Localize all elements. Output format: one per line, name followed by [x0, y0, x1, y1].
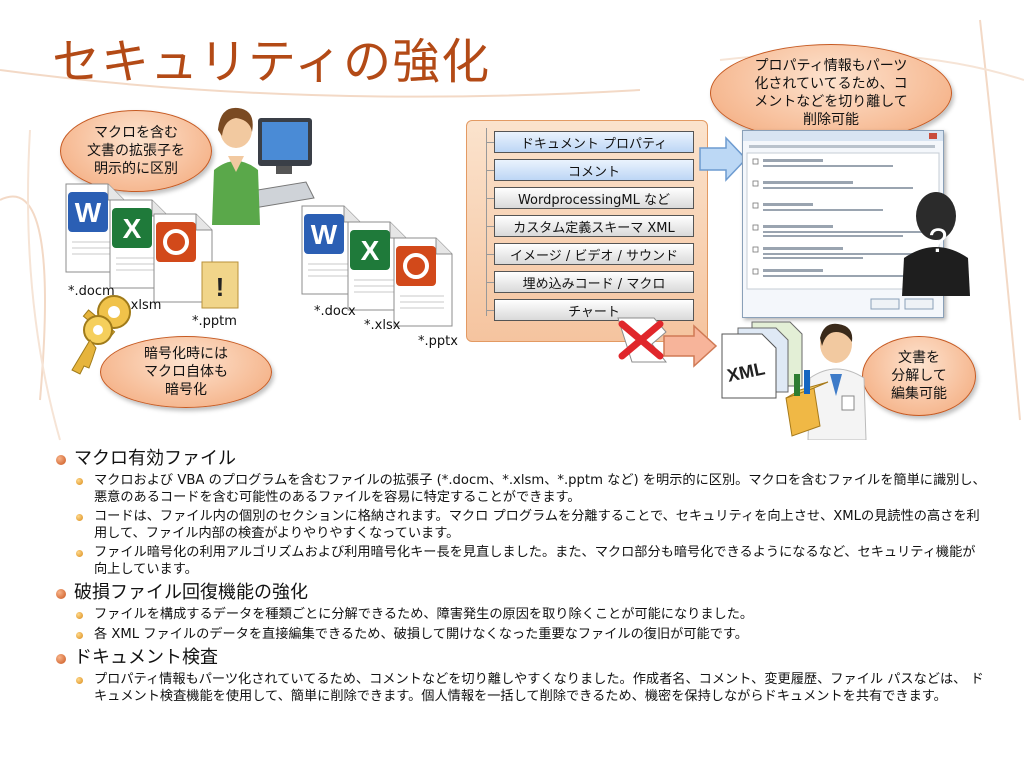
bubble-edit-text: 文書を 分解して 編集可能 [891, 350, 947, 402]
heading-corrupt-file-recovery: 破損ファイル回復機能の強化 [56, 581, 986, 605]
bullet-item: 各 XML ファイルのデータを直接編集できるため、破損して開けなくなった重要なフ… [56, 627, 986, 644]
tree-line [486, 128, 487, 316]
bullet-item: プロパティ情報もパーツ化されていてるため、コメントなどを切り離しやすくなりました… [56, 672, 986, 705]
file-label-xlsx: *.xlsx [364, 318, 401, 333]
tree-tick [486, 226, 494, 227]
person-at-computer-icon [212, 107, 315, 225]
file-label-pptx: *.pptx [418, 334, 458, 349]
svg-text:!: ! [216, 272, 225, 302]
tree-tick [486, 254, 494, 255]
part-embedded-code-macro: 埋め込みコード / マクロ [494, 271, 694, 293]
part-document-properties: ドキュメント プロパティ [494, 131, 694, 153]
tree-tick [486, 310, 494, 311]
tree-tick [486, 198, 494, 199]
bullet-item: ファイルを構成するデータを種類ごとに分解できるため、障害発生の原因を取り除くこと… [56, 607, 986, 624]
word-file-icon: W [301, 205, 361, 295]
part-chart: チャート [494, 299, 694, 321]
svg-text:X: X [123, 213, 142, 244]
powerpoint-file-icon [393, 237, 453, 327]
excel-file-icon: X [347, 221, 407, 311]
part-custom-schema-xml: カスタム定義スキーマ XML [494, 215, 694, 237]
tree-tick [486, 142, 494, 143]
bubble-macro-extension: マクロを含む 文書の拡張子を 明示的に区別 [60, 110, 212, 192]
heading-document-inspection: ドキュメント検査 [56, 646, 986, 670]
arrow-to-inspector-icon [699, 136, 748, 182]
tree-tick [486, 282, 494, 283]
unknown-person-icon: ? [902, 192, 970, 296]
part-comments: コメント [494, 159, 694, 181]
broken-file-icon [617, 317, 668, 363]
part-wordprocessingml: WordprocessingML など [494, 187, 694, 209]
svg-text:X: X [361, 235, 380, 266]
tree-tick [486, 170, 494, 171]
bullet-list: マクロ有効ファイル マクロおよび VBA のプログラムを含むファイルの拡張子 (… [56, 446, 986, 708]
part-media: イメージ / ビデオ / サウンド [494, 243, 694, 265]
xml-files-icon: XML [721, 321, 803, 399]
bubble-edit: 文書を 分解して 編集可能 [862, 336, 976, 416]
bubble-property: プロパティ情報もパーツ 化されていてるため、コ メントなどを切り離して 削除可能 [710, 44, 952, 142]
engineer-icon [785, 323, 867, 440]
file-label-docm: *.docm [68, 284, 115, 299]
svg-text:W: W [75, 197, 102, 228]
file-label-docx: *.docx [314, 304, 356, 319]
bullet-item: ファイル暗号化の利用アルゴリズムおよび利用暗号化キー長を見直しました。また、マク… [56, 545, 986, 578]
bubble-macro-extension-text: マクロを含む 文書の拡張子を 明示的に区別 [87, 125, 185, 177]
bullet-item: コードは、ファイル内の個別のセクションに格納されます。マクロ プログラムを分離す… [56, 509, 986, 542]
arrow-to-xml-icon [663, 324, 718, 368]
file-label-pptm: *.pptm [192, 314, 237, 329]
unknown-mark: ? [929, 222, 948, 260]
keys-icon [71, 295, 131, 375]
bullet-item: マクロおよび VBA のプログラムを含むファイルの拡張子 (*.docm、*.x… [56, 473, 986, 506]
bubble-encryption-text: 暗号化時には マクロ自体も 暗号化 [144, 346, 228, 398]
heading-macro-enabled-files: マクロ有効ファイル [56, 447, 986, 471]
bubble-encryption: 暗号化時には マクロ自体も 暗号化 [100, 336, 272, 408]
page-title: セキュリティの強化 [52, 34, 491, 90]
bubble-property-text: プロパティ情報もパーツ 化されていてるため、コ メントなどを切り離して 削除可能 [754, 58, 908, 128]
powerpoint-macro-file-icon: ! [153, 213, 239, 309]
svg-text:W: W [311, 219, 338, 250]
